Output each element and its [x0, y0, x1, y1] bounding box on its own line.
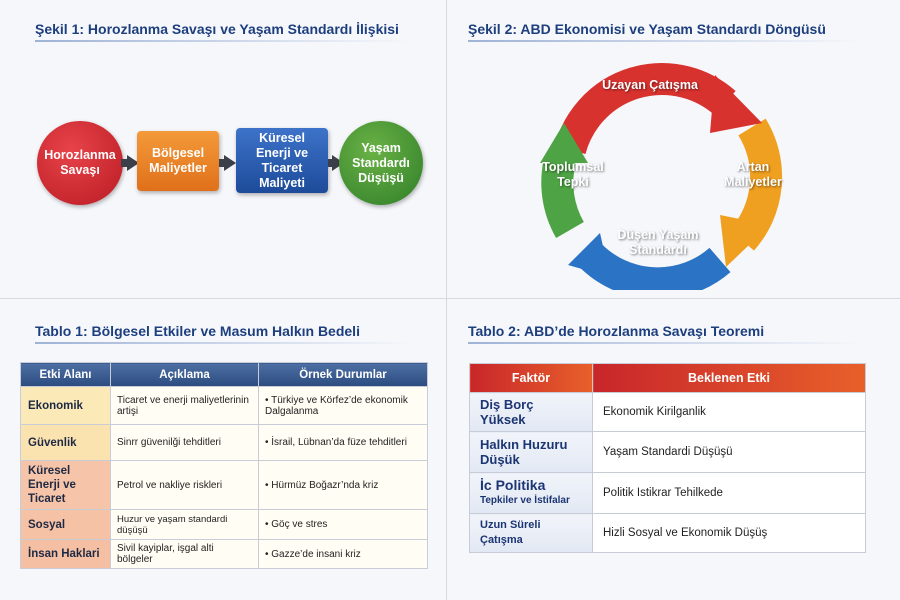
cycle-label-uzayan: Uzayan Çatışma — [602, 78, 698, 92]
cell: Halkın Huzuru Düşük — [469, 431, 593, 473]
table1-title: Tablo 1: Bölgesel Etkiler ve Masum Halkı… — [35, 323, 360, 339]
cell: Huzur ve yaşam standardi düşüşü — [110, 509, 259, 540]
arrow-icon — [224, 155, 236, 171]
cell: Sinrr güvenilği tehditleri — [110, 424, 259, 461]
cell: Güvenlik — [20, 424, 111, 461]
cycle-label-toplumsal: Toplumsal Tepki — [542, 160, 604, 189]
arrowhead-icon — [568, 233, 610, 277]
arrow-shaft — [121, 159, 129, 167]
cycle-diagram — [540, 63, 783, 290]
divider-horizontal — [0, 298, 900, 299]
cell: • Hürmüz Boğazr’nda kriz — [258, 460, 428, 510]
flow-node-horozlanma: Horozlanma Savaşı — [37, 121, 123, 205]
arrow-shaft — [328, 159, 334, 167]
cell: Sosyal — [20, 509, 111, 540]
col-header: Örnek Durumlar — [258, 362, 428, 387]
arrow-shaft — [219, 159, 225, 167]
title-underline — [35, 342, 415, 344]
arrowhead-icon — [720, 215, 770, 267]
cell: • Göç ve stres — [258, 509, 428, 540]
factor-main: İc Politika — [480, 477, 546, 493]
cell: Uzun Süreli Çatışma — [469, 513, 593, 553]
col-header: Açıklama — [110, 362, 259, 387]
cell: • Gazze’de insani kriz — [258, 539, 428, 569]
cycle-arc-green — [541, 156, 585, 238]
cycle-label-dusen: Düşen Yaşam Standardı — [617, 228, 699, 257]
cell: • Türkiye ve Körfez’de ekonomik Dalgalan… — [258, 386, 428, 425]
arrowhead-icon — [710, 75, 762, 133]
figure1-title: Şekil 1: Horozlanma Savaşı ve Yaşam Stan… — [35, 21, 399, 37]
figure2-title: Şekil 2: ABD Ekonomisi ve Yaşam Standard… — [468, 21, 826, 37]
cell: İnsan Haklari — [20, 539, 111, 569]
cell: Ticaret ve enerji maliyetlerinin artişi — [110, 386, 259, 425]
cell: Hizli Sosyal ve Ekonomik Düşüş — [592, 513, 866, 553]
cell: Diş Borç Yüksek — [469, 392, 593, 432]
flow-node-kuresel: Küresel Enerji ve Ticaret Maliyeti — [236, 128, 328, 193]
title-underline — [35, 40, 410, 42]
table2-title: Tablo 2: ABD’de Horozlanma Savaşı Teorem… — [468, 323, 765, 339]
cell: Sivil kayiplar, işgal alti bölgeler — [110, 539, 259, 569]
col-header: Beklenen Etki — [592, 363, 866, 393]
arrow-icon — [127, 155, 139, 171]
cell: Yaşam Standardi Düşüşü — [592, 431, 866, 473]
factor-sub: Tepkiler ve İstifalar — [480, 495, 570, 506]
col-header: Faktör — [469, 363, 593, 393]
flow-node-bolgesel: Bölgesel Maliyetler — [137, 131, 219, 191]
col-header: Etki Alanı — [20, 362, 111, 387]
cycle-arc-blue — [578, 243, 731, 290]
cell: Petrol ve nakliye riskleri — [110, 460, 259, 510]
cell: Politik Istikrar Tehilkede — [592, 472, 866, 514]
cell: Ekonomik — [20, 386, 111, 425]
cycle-label-artan: Artan Maliyetler — [724, 160, 782, 189]
cell: • İsrail, Lübnan’da füze tehditleri — [258, 424, 428, 461]
divider-vertical — [446, 0, 447, 600]
cell: Küresel Enerji ve Ticaret — [20, 460, 111, 510]
title-underline — [468, 342, 863, 344]
cycle-arc-red — [554, 63, 736, 155]
flow-node-yasam: Yaşam Standardı Düşüşü — [339, 121, 423, 205]
arrowhead-icon — [540, 123, 588, 163]
cell: Ekonomik Kirilganlik — [592, 392, 866, 432]
title-underline — [468, 40, 863, 42]
